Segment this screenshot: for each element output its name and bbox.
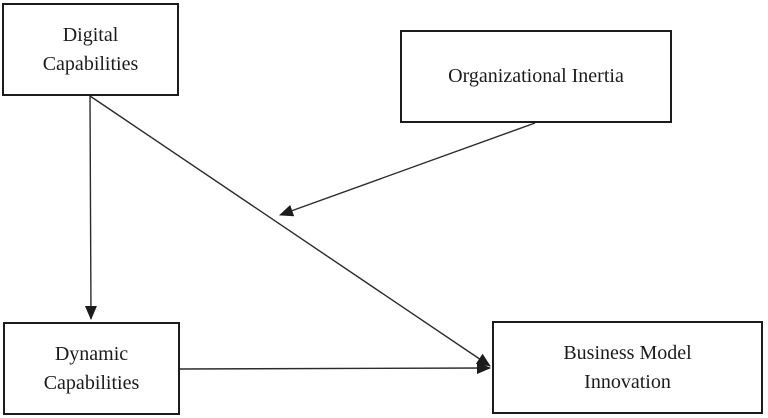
node-organizational-inertia-label: Organizational Inertia [448,65,624,88]
node-business-model-innovation-label: Business Model Innovation [563,342,692,393]
node-dynamic-capabilities: Dynamic Capabilities [3,322,180,415]
arrow-inertia-moderation [279,122,536,217]
node-dynamic-capabilities-label: Dynamic Capabilities [43,343,140,394]
node-digital-capabilities: Digital Capabilities [2,3,179,96]
node-business-model-innovation: Business Model Innovation [492,321,763,414]
arrow-digital-to-dynamic [84,95,97,320]
node-organizational-inertia: Organizational Inertia [400,30,672,123]
arrow-digital-to-bmi [89,95,491,367]
node-digital-capabilities-label: Digital Capabilities [42,24,139,75]
arrow-dynamic-to-bmi [179,362,491,375]
